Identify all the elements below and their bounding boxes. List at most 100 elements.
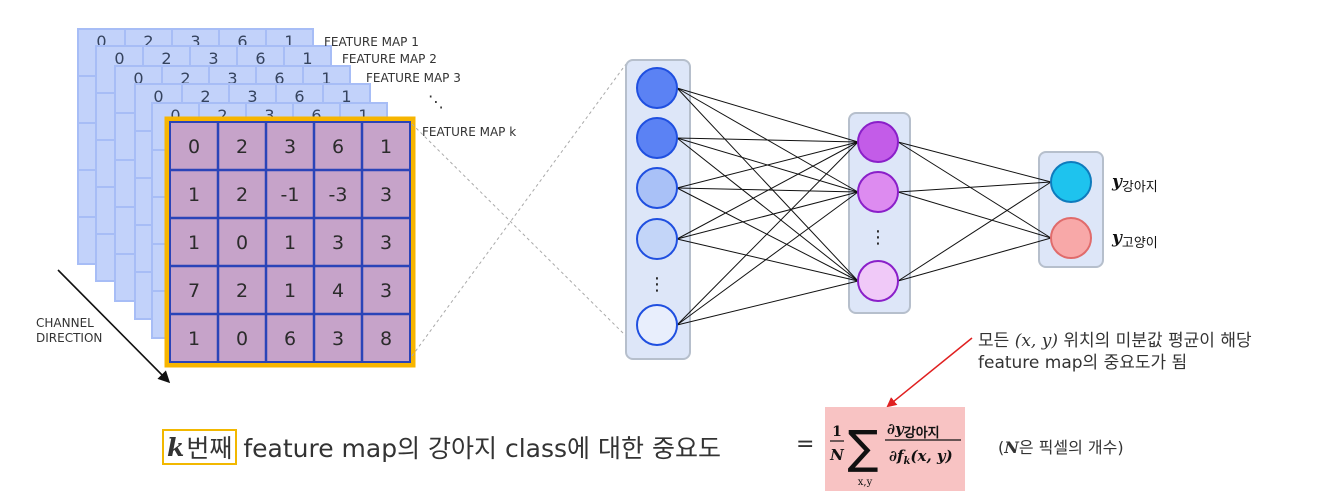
grid-cell-value: 1 bbox=[284, 232, 296, 254]
back-map-digit: 2 bbox=[200, 87, 210, 106]
connection-line bbox=[676, 191, 859, 240]
input-nodes: ⋮ bbox=[636, 67, 678, 346]
back-map-digit: 1 bbox=[341, 87, 351, 106]
hidden-layer-panel bbox=[848, 112, 911, 314]
back-map-digit: 2 bbox=[217, 106, 227, 125]
back-map-digit: 6 bbox=[255, 49, 265, 68]
projection-line bbox=[411, 63, 627, 357]
grid-cell-value: 1 bbox=[188, 328, 200, 350]
hidden-node bbox=[857, 171, 899, 213]
back-map-digit: 1 bbox=[302, 49, 312, 68]
grid-cell-value: 3 bbox=[380, 280, 392, 302]
connection-line bbox=[676, 141, 859, 240]
output-node-cat bbox=[1050, 217, 1092, 259]
connection-line bbox=[676, 187, 859, 282]
channel-direction-arrow bbox=[57, 269, 171, 384]
connection-line bbox=[897, 181, 1052, 282]
connection-line bbox=[897, 191, 1052, 239]
back-map-digit: 0 bbox=[96, 32, 106, 51]
back-map-digit: 3 bbox=[227, 69, 237, 88]
connection-line bbox=[676, 87, 859, 143]
output-nodes bbox=[1050, 161, 1092, 259]
back-map-digit: 6 bbox=[311, 106, 321, 125]
feature-map-label: FEATURE MAP 2 bbox=[342, 52, 437, 66]
front-feature-map-border bbox=[164, 116, 416, 368]
back-map-digit: 0 bbox=[114, 49, 124, 68]
input-node bbox=[636, 117, 678, 159]
connection-line bbox=[676, 238, 859, 282]
connection-line bbox=[676, 141, 859, 189]
back-map-digit: 2 bbox=[161, 49, 171, 68]
connection-line bbox=[897, 237, 1052, 282]
grid-cell-value: 0 bbox=[188, 136, 200, 158]
back-map-digit: 3 bbox=[264, 106, 274, 125]
back-map-digit: 1 bbox=[321, 69, 331, 88]
input-node bbox=[636, 218, 678, 260]
grid-cell-value: 4 bbox=[332, 280, 344, 302]
back-map-digit: 3 bbox=[190, 32, 200, 51]
hidden-ellipsis: ⋮ bbox=[869, 227, 887, 248]
grid-cell-value: 1 bbox=[188, 232, 200, 254]
grid-cell-value: 2 bbox=[236, 184, 248, 206]
grid-cell-value: 2 bbox=[236, 280, 248, 302]
grid-cell-value: -3 bbox=[329, 184, 348, 206]
feature-map-labels: FEATURE MAP 1 FEATURE MAP 2 FEATURE MAP … bbox=[324, 35, 516, 139]
grid-cell-value: 6 bbox=[284, 328, 296, 350]
grid-cell-value: 1 bbox=[188, 184, 200, 206]
connection-line bbox=[676, 191, 859, 326]
front-feature-map bbox=[169, 121, 411, 363]
grid-cell-value: -1 bbox=[281, 184, 300, 206]
grid-cell-value: 3 bbox=[380, 184, 392, 206]
input-ellipsis: ⋮ bbox=[648, 274, 666, 295]
back-map-digit: 1 bbox=[284, 32, 294, 51]
grid-cell-value: 0 bbox=[236, 328, 248, 350]
hidden-node bbox=[857, 121, 899, 163]
hidden-node bbox=[857, 260, 899, 302]
output-node-dog bbox=[1050, 161, 1092, 203]
input-node bbox=[636, 67, 678, 109]
grid-cell-value: 3 bbox=[332, 328, 344, 350]
connection-line bbox=[676, 280, 859, 326]
grid-cell-value: 3 bbox=[332, 232, 344, 254]
feature-map-ellipsis: ⋱ bbox=[428, 92, 444, 111]
connection-line bbox=[676, 137, 859, 143]
connection-line bbox=[897, 141, 1052, 239]
input-node bbox=[636, 304, 678, 346]
annotation-arrow bbox=[886, 337, 973, 408]
feature-map-label: FEATURE MAP 3 bbox=[366, 71, 461, 85]
connection-line bbox=[897, 181, 1052, 193]
grid-cell-value: 3 bbox=[380, 232, 392, 254]
back-map-digit: 0 bbox=[133, 69, 143, 88]
input-node bbox=[636, 167, 678, 209]
channel-label: CHANNEL bbox=[36, 316, 94, 330]
back-map-digit: 6 bbox=[237, 32, 247, 51]
network-connections bbox=[676, 87, 1052, 326]
feature-map-label: FEATURE MAP k bbox=[422, 125, 516, 139]
channel-label: DIRECTION bbox=[36, 331, 102, 345]
back-map-digit: 0 bbox=[170, 106, 180, 125]
grid-cell-value: 1 bbox=[380, 136, 392, 158]
back-map-digit: 6 bbox=[274, 69, 284, 88]
back-map-digit: 3 bbox=[208, 49, 218, 68]
connection-line bbox=[676, 141, 859, 326]
connection-line bbox=[676, 87, 859, 282]
grid-cell-value: 0 bbox=[236, 232, 248, 254]
feature-map-label: FEATURE MAP 1 bbox=[324, 35, 419, 49]
grid-cell-value: 8 bbox=[380, 328, 392, 350]
grid-cell-value: 7 bbox=[188, 280, 200, 302]
connection-line bbox=[676, 137, 859, 282]
grid-cell-value: 3 bbox=[284, 136, 296, 158]
back-map-digit: 2 bbox=[143, 32, 153, 51]
grid-cell-value: 6 bbox=[332, 136, 344, 158]
grid-cell-value: 2 bbox=[236, 136, 248, 158]
hidden-nodes: ⋮ bbox=[857, 121, 899, 302]
output-label-dog: y강아지 bbox=[1111, 172, 1158, 195]
projection-line bbox=[411, 123, 627, 337]
connection-line bbox=[897, 141, 1052, 183]
back-map-digit: 1 bbox=[358, 106, 368, 125]
back-map-digit: 2 bbox=[180, 69, 190, 88]
grid-cell-value: 1 bbox=[284, 280, 296, 302]
output-label-cat: y고양이 bbox=[1111, 228, 1158, 251]
